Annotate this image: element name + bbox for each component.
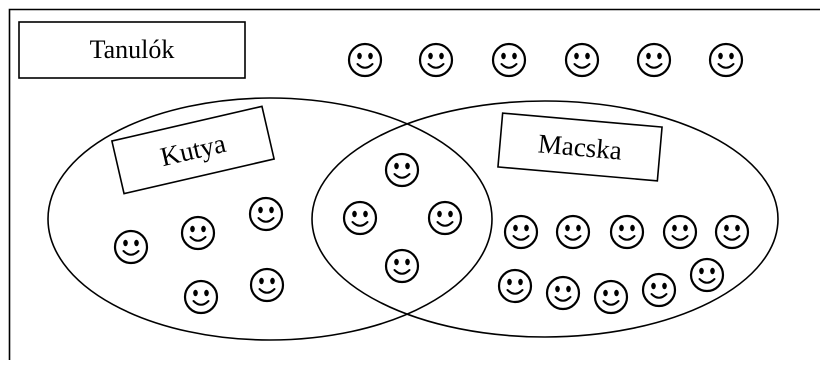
- smiley-face-icon: [593, 279, 629, 315]
- universe-label: Tanulók: [90, 35, 175, 64]
- smiley-face-icon: [183, 279, 219, 315]
- smiley-face-icon: [564, 42, 600, 78]
- universe-label-box: Tanulók: [18, 21, 246, 79]
- smiley-face-icon: [384, 152, 420, 188]
- smiley-face-icon: [347, 42, 383, 78]
- smiley-face-icon: [503, 214, 539, 250]
- smiley-face-icon: [662, 214, 698, 250]
- smiley-face-icon: [609, 214, 645, 250]
- smiley-face-icon: [249, 267, 285, 303]
- smiley-face-icon: [714, 214, 750, 250]
- smiley-face-icon: [545, 275, 581, 311]
- smiley-face-icon: [342, 200, 378, 236]
- smiley-face-icon: [641, 272, 677, 308]
- smiley-face-icon: [248, 196, 284, 232]
- smiley-face-icon: [427, 200, 463, 236]
- set-label-box-macska: Macska: [497, 112, 663, 182]
- smiley-face-icon: [689, 257, 725, 293]
- smiley-face-icon: [636, 42, 672, 78]
- smiley-face-icon: [113, 229, 149, 265]
- smiley-face-icon: [384, 248, 420, 284]
- smiley-face-icon: [497, 268, 533, 304]
- set-ellipse-kutya: [47, 97, 493, 341]
- smiley-faces: [113, 42, 750, 315]
- smiley-face-icon: [491, 42, 527, 78]
- smiley-face-icon: [418, 42, 454, 78]
- set-label-macska: Macska: [537, 128, 623, 165]
- smiley-face-icon: [555, 214, 591, 250]
- universe-frame: [8, 8, 820, 360]
- smiley-face-icon: [708, 42, 744, 78]
- set-label-box-kutya: Kutya: [110, 105, 276, 195]
- smiley-face-icon: [180, 215, 216, 251]
- set-ellipse-macska: [311, 100, 779, 338]
